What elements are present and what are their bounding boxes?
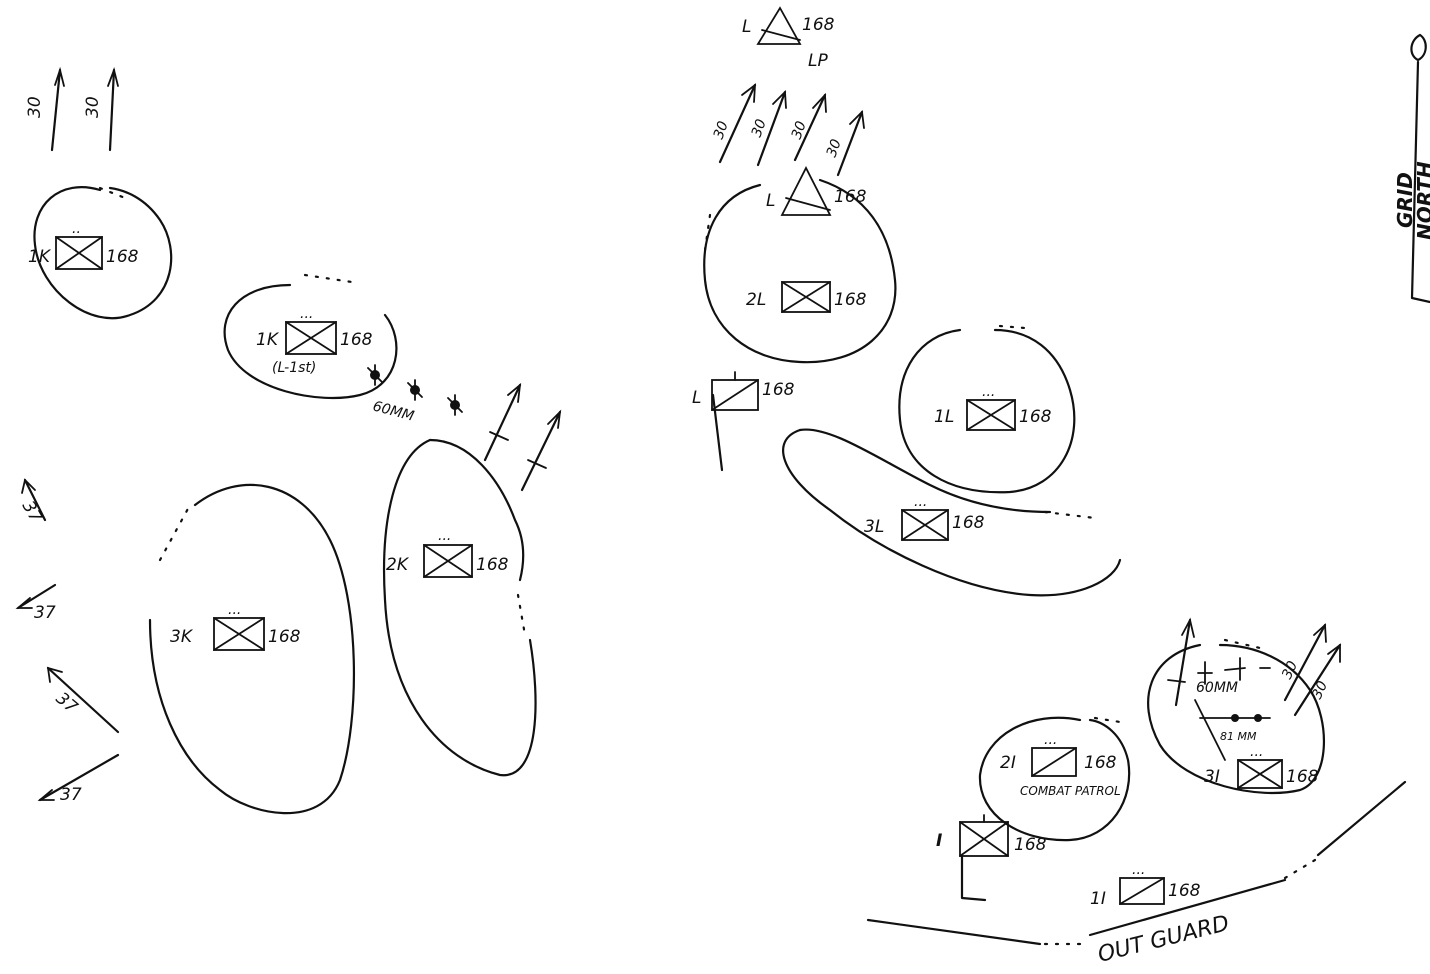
unit-1i: ... 1I 168 — [1090, 862, 1201, 909]
svg-text:30: 30 — [749, 117, 770, 139]
unit-3i: ... 3I 168 — [1204, 744, 1319, 789]
svg-text:1K: 1K — [256, 330, 280, 350]
svg-text:1L: 1L — [934, 407, 954, 427]
perimeter-1l — [898, 328, 1076, 494]
svg-text:2I: 2I — [1000, 753, 1016, 773]
svg-text:L: L — [692, 388, 701, 408]
perimeter-2l — [703, 178, 897, 364]
svg-text:I: I — [936, 831, 942, 851]
svg-text:168: 168 — [952, 513, 985, 533]
svg-text:168: 168 — [762, 380, 795, 400]
svg-text:30: 30 — [789, 119, 810, 141]
svg-text:2L: 2L — [746, 290, 766, 310]
unit-i-cp: I 168 — [936, 814, 1047, 902]
svg-text:3K: 3K — [170, 627, 194, 647]
perimeter-3l — [782, 428, 1122, 597]
perimeter-1k-l1st — [223, 283, 398, 400]
unit-1k-l1st: ... 1K 168 (L-1st) — [256, 306, 373, 376]
unit-1l: ... 1L 168 — [934, 384, 1052, 431]
svg-text:L: L — [766, 191, 775, 211]
svg-text:...: ... — [438, 528, 451, 544]
svg-text:L: L — [742, 17, 751, 37]
svg-text:168: 168 — [268, 627, 301, 647]
svg-text:30: 30 — [1279, 659, 1301, 682]
svg-text:168: 168 — [802, 15, 835, 35]
svg-text:60MM: 60MM — [371, 398, 416, 424]
svg-text:60MM: 60MM — [1196, 680, 1238, 696]
svg-text:168: 168 — [1019, 407, 1052, 427]
svg-text:COMBAT PATROL: COMBAT PATROL — [1020, 784, 1121, 798]
unit-3l: ... 3L 168 — [864, 494, 985, 541]
svg-text:81 MM: 81 MM — [1220, 730, 1257, 743]
svg-text:168: 168 — [106, 247, 139, 267]
svg-text:...: ... — [1044, 732, 1057, 748]
svg-text:37: 37 — [18, 498, 46, 527]
svg-text:30: 30 — [711, 119, 732, 141]
svg-text:168: 168 — [340, 330, 373, 350]
svg-text:1I: 1I — [1090, 889, 1106, 909]
svg-text:...: ... — [228, 602, 241, 618]
svg-text:OUT GUARD: OUT GUARD — [1095, 911, 1231, 968]
svg-text:168: 168 — [1084, 753, 1117, 773]
perimeter-1k — [33, 186, 173, 320]
svg-text:2K: 2K — [386, 555, 410, 575]
svg-text:168: 168 — [834, 290, 867, 310]
svg-text:1K: 1K — [28, 247, 52, 267]
svg-text:168: 168 — [1286, 767, 1319, 787]
svg-text:168: 168 — [476, 555, 509, 575]
perimeter-3k — [148, 483, 356, 815]
svg-text:37: 37 — [34, 603, 56, 623]
svg-text:37: 37 — [52, 689, 82, 718]
svg-text:30: 30 — [1309, 679, 1331, 702]
svg-text:3L: 3L — [864, 517, 884, 537]
i-mg: 30 30 — [1279, 623, 1342, 717]
grid-north-arrow: GRID NORTH — [1393, 33, 1430, 304]
perimeter-2i — [978, 716, 1131, 842]
l-mg: 30 30 30 30 — [711, 83, 865, 177]
perimeter-3i — [1147, 643, 1325, 795]
svg-text:30: 30 — [25, 96, 45, 118]
k-mortars: 60MM — [367, 364, 463, 425]
unit-l-cp: L 168 — [692, 371, 795, 472]
unit-2k: ... 2K 168 — [386, 528, 509, 578]
unit-2i: ... 2I 168 COMBAT PATROL — [1000, 732, 1121, 798]
svg-text:30: 30 — [83, 96, 103, 118]
svg-text:37: 37 — [60, 785, 82, 805]
i-mortars: 60MM 81 MM — [1167, 617, 1271, 761]
north-label: NORTH — [1413, 161, 1430, 240]
svg-text:...: ... — [1132, 862, 1145, 878]
svg-text:...: ... — [982, 384, 995, 400]
svg-text:168: 168 — [1014, 835, 1047, 855]
k-mg-north: 30 30 — [25, 66, 119, 152]
svg-text:3I: 3I — [1204, 767, 1220, 787]
unit-3k: ... 3K 168 — [170, 602, 301, 651]
k-mg-east — [483, 382, 562, 492]
perimeter-2k — [382, 438, 537, 777]
svg-text:..: .. — [72, 221, 81, 237]
unit-l-lp: L 168 LP — [742, 6, 835, 71]
svg-text:...: ... — [300, 306, 313, 322]
grid-label: GRID — [1393, 172, 1417, 228]
svg-text:(L-1st): (L-1st) — [272, 360, 316, 376]
unit-1k: .. 1K 168 — [28, 221, 139, 270]
svg-text:30: 30 — [824, 137, 845, 159]
svg-text:...: ... — [1250, 744, 1263, 760]
unit-2l: 2L 168 — [746, 281, 867, 313]
svg-text:...: ... — [914, 494, 927, 510]
unit-l-mid: L 168 — [766, 166, 867, 216]
svg-text:LP: LP — [808, 51, 828, 71]
svg-text:168: 168 — [1168, 881, 1201, 901]
at-guns-37: 37 37 37 37 — [15, 478, 120, 805]
svg-text:168: 168 — [834, 187, 867, 207]
